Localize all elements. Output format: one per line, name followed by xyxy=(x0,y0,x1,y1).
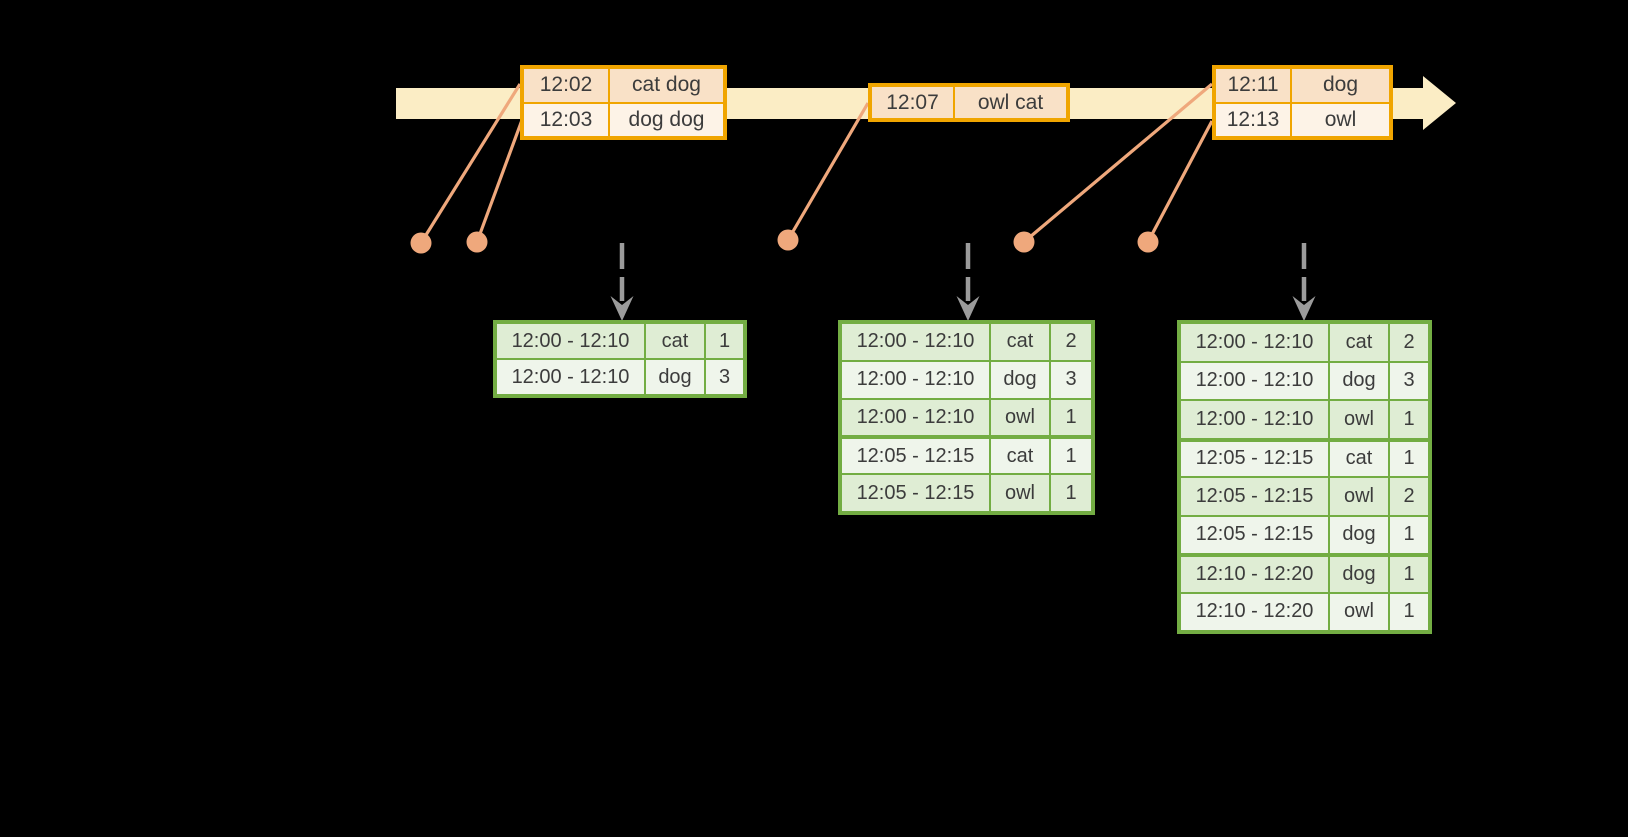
table-row: 12:00 - 12:10 dog 3 xyxy=(1181,362,1428,399)
trigger-arrow-head-icon xyxy=(610,296,634,321)
window-cell: 12:10 - 12:20 xyxy=(1181,557,1328,592)
table-row: 12:10 - 12:20 owl 1 xyxy=(1181,593,1428,630)
table-row: 12:05 - 12:15 cat 1 xyxy=(1181,439,1428,476)
count-cell: 2 xyxy=(1390,324,1428,361)
time-cell: 12:07 xyxy=(872,87,953,118)
table-row: 12:05 - 12:15 cat 1 xyxy=(842,437,1091,474)
count-cell: 2 xyxy=(1051,324,1091,360)
event-time-axis-arrowhead-icon xyxy=(1423,76,1456,130)
table-row: 12:02 cat dog xyxy=(524,69,723,102)
window-cell: 12:05 - 12:15 xyxy=(842,439,989,474)
count-cell: 2 xyxy=(1390,478,1428,515)
count-cell: 1 xyxy=(1390,441,1428,476)
table-row: 12:05 - 12:15 dog 1 xyxy=(1181,516,1428,553)
window-cell: 12:00 - 12:10 xyxy=(842,324,989,360)
words-cell: dog xyxy=(1292,69,1389,102)
table-row: 12:00 - 12:10 cat 1 xyxy=(497,324,743,358)
word-cell: dog xyxy=(646,360,704,394)
event-connector-line xyxy=(475,119,524,243)
window-cell: 12:00 - 12:10 xyxy=(842,399,989,436)
word-cell: owl xyxy=(991,399,1049,436)
event-dot xyxy=(410,232,432,254)
word-cell: cat xyxy=(646,324,704,358)
window-cell: 12:05 - 12:15 xyxy=(1181,441,1328,476)
result-table-1: 12:00 - 12:10 cat 1 12:00 - 12:10 dog 3 xyxy=(493,320,747,398)
table-row: 12:00 - 12:10 dog 3 xyxy=(497,360,743,394)
table-row: 12:00 - 12:10 owl 1 xyxy=(842,399,1091,436)
event-dot xyxy=(1137,231,1159,253)
table-row: 12:13 owl xyxy=(1216,103,1389,136)
words-cell: owl xyxy=(1292,103,1389,136)
word-cell: dog xyxy=(991,361,1049,398)
input-batch-table-1: 12:02 cat dog 12:03 dog dog xyxy=(520,65,727,140)
table-row: 12:00 - 12:10 owl 1 xyxy=(1181,401,1428,438)
event-connector-line xyxy=(1146,120,1214,243)
count-cell: 1 xyxy=(1390,516,1428,553)
count-cell: 3 xyxy=(1390,362,1428,399)
window-cell: 12:00 - 12:10 xyxy=(1181,324,1328,361)
count-cell: 1 xyxy=(1051,475,1091,511)
event-connector-line xyxy=(786,102,870,241)
count-cell: 1 xyxy=(1390,593,1428,630)
word-cell: dog xyxy=(1330,362,1388,399)
window-cell: 12:00 - 12:10 xyxy=(497,360,644,394)
word-cell: owl xyxy=(991,475,1049,511)
event-dot xyxy=(777,229,799,251)
result-table-3: 12:00 - 12:10 cat 2 12:00 - 12:10 dog 3 … xyxy=(1177,320,1432,634)
words-cell: cat dog xyxy=(610,69,723,102)
word-cell: owl xyxy=(1330,593,1388,630)
table-row: 12:00 - 12:10 dog 3 xyxy=(842,361,1091,398)
word-cell: cat xyxy=(991,439,1049,474)
window-cell: 12:10 - 12:20 xyxy=(1181,593,1328,630)
table-row: 12:00 - 12:10 cat 2 xyxy=(1181,324,1428,361)
window-cell: 12:00 - 12:10 xyxy=(1181,401,1328,438)
window-cell: 12:05 - 12:15 xyxy=(1181,516,1328,553)
count-cell: 1 xyxy=(1390,401,1428,438)
window-cell: 12:00 - 12:10 xyxy=(497,324,644,358)
count-cell: 3 xyxy=(706,360,743,394)
table-row: 12:07 owl cat xyxy=(872,87,1066,118)
word-cell: dog xyxy=(1330,516,1388,553)
count-cell: 1 xyxy=(1051,439,1091,474)
word-cell: dog xyxy=(1330,557,1388,592)
word-cell: cat xyxy=(1330,324,1388,361)
time-cell: 12:03 xyxy=(524,103,608,136)
words-cell: owl cat xyxy=(955,87,1066,118)
word-cell: owl xyxy=(1330,478,1388,515)
window-cell: 12:05 - 12:15 xyxy=(842,475,989,511)
count-cell: 1 xyxy=(706,324,743,358)
input-batch-table-2: 12:07 owl cat xyxy=(868,83,1070,122)
window-cell: 12:00 - 12:10 xyxy=(1181,362,1328,399)
time-cell: 12:13 xyxy=(1216,103,1290,136)
count-cell: 3 xyxy=(1051,361,1091,398)
trigger-arrow-head-icon xyxy=(1292,296,1316,321)
table-row: 12:10 - 12:20 dog 1 xyxy=(1181,555,1428,592)
trigger-arrow-head-icon xyxy=(956,296,980,321)
input-batch-table-3: 12:11 dog 12:13 owl xyxy=(1212,65,1393,140)
word-cell: cat xyxy=(1330,441,1388,476)
table-row: 12:11 dog xyxy=(1216,69,1389,102)
table-row: 12:03 dog dog xyxy=(524,103,723,136)
time-cell: 12:11 xyxy=(1216,69,1290,102)
event-dot xyxy=(466,231,488,253)
result-table-2: 12:00 - 12:10 cat 2 12:00 - 12:10 dog 3 … xyxy=(838,320,1095,515)
time-cell: 12:02 xyxy=(524,69,608,102)
count-cell: 1 xyxy=(1051,399,1091,436)
window-cell: 12:05 - 12:15 xyxy=(1181,478,1328,515)
count-cell: 1 xyxy=(1390,557,1428,592)
word-cell: owl xyxy=(1330,401,1388,438)
event-dot xyxy=(1013,231,1035,253)
table-row: 12:05 - 12:15 owl 1 xyxy=(842,475,1091,511)
table-row: 12:05 - 12:15 owl 2 xyxy=(1181,478,1428,515)
words-cell: dog dog xyxy=(610,103,723,136)
word-cell: cat xyxy=(991,324,1049,360)
table-row: 12:00 - 12:10 cat 2 xyxy=(842,324,1091,360)
window-cell: 12:00 - 12:10 xyxy=(842,361,989,398)
